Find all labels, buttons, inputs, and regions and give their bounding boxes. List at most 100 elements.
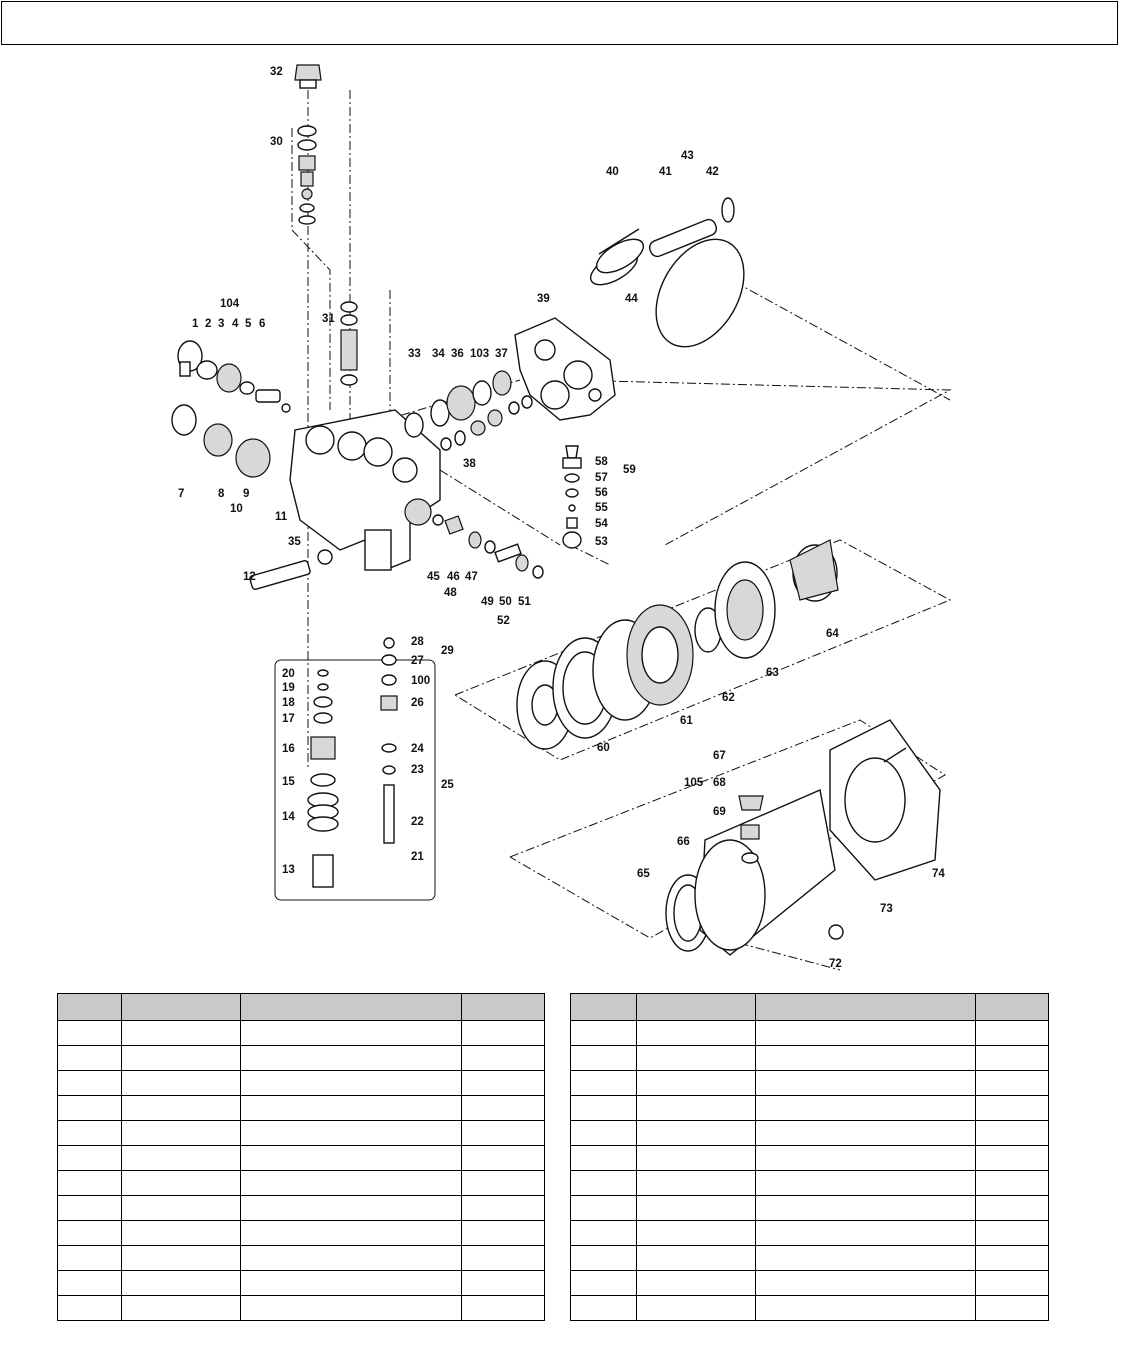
exploded-parts-diagram: 32 30 31 104 1 2 3 4 5 6 7 8 9 10 11 12 … bbox=[171, 64, 952, 971]
column-header bbox=[240, 993, 462, 1021]
callout: 11 bbox=[275, 511, 288, 523]
table-cell bbox=[240, 1295, 462, 1321]
column-header bbox=[755, 993, 976, 1021]
table-cell bbox=[755, 1295, 976, 1321]
callout: 41 bbox=[659, 166, 672, 178]
callout: 23 bbox=[411, 764, 424, 776]
callout: 44 bbox=[625, 293, 638, 305]
table-cell bbox=[461, 1295, 545, 1321]
table-cell bbox=[570, 1070, 637, 1096]
table-cell bbox=[975, 1170, 1049, 1196]
table-cell bbox=[461, 1120, 545, 1146]
callout: 7 bbox=[178, 488, 184, 500]
column-header bbox=[636, 993, 756, 1021]
table-cell bbox=[461, 1070, 545, 1096]
callout: 31 bbox=[322, 313, 335, 325]
callout: 63 bbox=[766, 667, 779, 679]
callout: 26 bbox=[411, 697, 424, 709]
callout: 13 bbox=[282, 864, 295, 876]
callout: 16 bbox=[282, 743, 295, 755]
table-cell bbox=[975, 1070, 1049, 1096]
callout: 72 bbox=[829, 958, 842, 970]
table-cell bbox=[755, 1070, 976, 1096]
table-cell bbox=[636, 1170, 756, 1196]
cylinder-block bbox=[514, 317, 616, 421]
callout: 43 bbox=[681, 150, 694, 162]
table-cell bbox=[57, 1145, 122, 1171]
table-cell bbox=[121, 1145, 241, 1171]
column-header bbox=[461, 993, 545, 1021]
table-cell bbox=[121, 1270, 241, 1296]
callout: 32 bbox=[270, 66, 283, 78]
table-cell bbox=[57, 1170, 122, 1196]
table-cell bbox=[240, 1195, 462, 1221]
callout: 103 bbox=[470, 348, 489, 360]
table-cell bbox=[570, 1095, 637, 1121]
callout: 30 bbox=[270, 136, 283, 148]
callout: 58 bbox=[595, 456, 608, 468]
callout: 51 bbox=[518, 596, 531, 608]
table-cell bbox=[755, 1270, 976, 1296]
table-cell bbox=[57, 1295, 122, 1321]
callout: 29 bbox=[441, 645, 454, 657]
callout: 15 bbox=[282, 776, 295, 788]
callout: 67 bbox=[713, 750, 726, 762]
table-cell bbox=[636, 1095, 756, 1121]
table-row bbox=[570, 1245, 1049, 1271]
callout: 62 bbox=[722, 692, 735, 704]
table-cell bbox=[570, 1245, 637, 1271]
table-cell bbox=[461, 1220, 545, 1246]
column-header bbox=[57, 993, 122, 1021]
header-box bbox=[1, 1, 1118, 45]
table-cell bbox=[121, 1120, 241, 1146]
table-cell bbox=[570, 1145, 637, 1171]
callout: 59 bbox=[623, 464, 636, 476]
callout: 50 bbox=[499, 596, 512, 608]
table-cell bbox=[57, 1270, 122, 1296]
table-cell bbox=[975, 1145, 1049, 1171]
callout: 52 bbox=[497, 615, 510, 627]
callout: 2 bbox=[205, 318, 211, 330]
callout: 5 bbox=[245, 318, 252, 330]
table-row bbox=[570, 1170, 1049, 1196]
callout: 65 bbox=[637, 868, 650, 880]
table-row bbox=[57, 1120, 545, 1146]
callout: 39 bbox=[537, 293, 550, 305]
parts-table-right bbox=[570, 993, 1049, 1321]
table-cell bbox=[975, 1270, 1049, 1296]
table-cell bbox=[975, 1220, 1049, 1246]
table-row bbox=[570, 1270, 1049, 1296]
callout: 37 bbox=[495, 348, 508, 360]
table-row bbox=[57, 1170, 545, 1196]
table-cell bbox=[57, 1245, 122, 1271]
callout: 54 bbox=[595, 518, 608, 530]
callout: 25 bbox=[441, 779, 454, 791]
table-header-row bbox=[570, 993, 1049, 1021]
callout: 42 bbox=[706, 166, 719, 178]
table-row bbox=[57, 1020, 545, 1046]
table-row bbox=[57, 1245, 545, 1271]
swash-plate-group bbox=[516, 539, 839, 750]
callout: 28 bbox=[411, 636, 424, 648]
callout: 104 bbox=[220, 298, 240, 310]
table-cell bbox=[121, 1195, 241, 1221]
callout: 20 bbox=[282, 668, 295, 680]
callout: 21 bbox=[411, 851, 424, 863]
table-cell bbox=[57, 1020, 122, 1046]
callout: 12 bbox=[243, 571, 256, 583]
table-cell bbox=[636, 1045, 756, 1071]
table-cell bbox=[461, 1020, 545, 1046]
table-cell bbox=[57, 1070, 122, 1096]
table-cell bbox=[975, 1245, 1049, 1271]
table-cell bbox=[240, 1045, 462, 1071]
callout: 53 bbox=[595, 536, 608, 548]
table-cell bbox=[240, 1245, 462, 1271]
table-cell bbox=[570, 1045, 637, 1071]
callout: 1 bbox=[192, 318, 199, 330]
table-cell bbox=[755, 1145, 976, 1171]
callout: 55 bbox=[595, 502, 608, 514]
table-cell bbox=[570, 1195, 637, 1221]
table-cell bbox=[240, 1170, 462, 1196]
table-row bbox=[570, 1045, 1049, 1071]
callout: 48 bbox=[444, 587, 457, 599]
